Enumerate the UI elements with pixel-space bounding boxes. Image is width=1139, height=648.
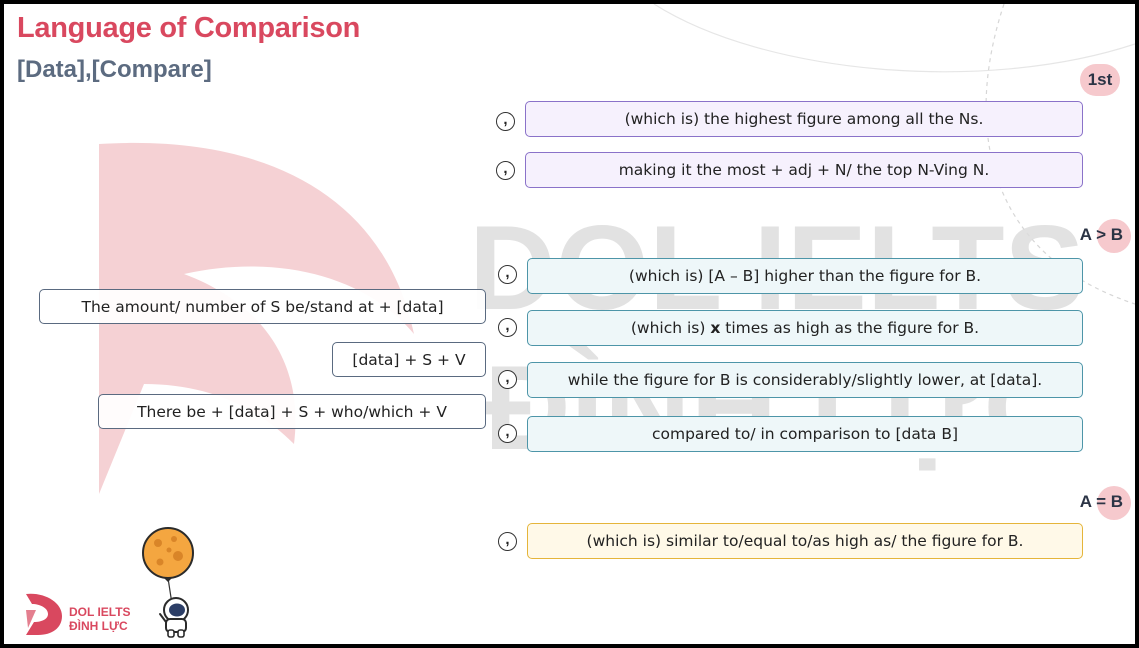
left-box-data-sv: [data] + S + V [332, 342, 486, 377]
logo-line2: ĐÌNH LỰC [69, 619, 128, 633]
phrase-times-after: times as high as the figure for B. [720, 319, 980, 337]
phrase-considerably-lower: while the figure for B is considerably/s… [527, 362, 1083, 398]
phrase-higher-than: (which is) [A – B] higher than the figur… [527, 258, 1083, 294]
dol-logo-icon [26, 593, 62, 635]
phrase-compared-to: compared to/ in comparison to [data B] [527, 416, 1083, 452]
badge-equal-wrap: A = B [1079, 486, 1131, 520]
left-box-amount: The amount/ number of S be/stand at + [d… [39, 289, 486, 324]
phrase-most-adj: making it the most + adj + N/ the top N-… [525, 152, 1083, 188]
badge-greater-wrap: A > B [1079, 219, 1131, 253]
phrase-times-before: (which is) [630, 319, 711, 337]
badge-greater: A > B [1079, 225, 1123, 244]
comma-icon: , [496, 161, 515, 180]
phrase-times-as-high: (which is) x times as high as the figure… [527, 310, 1083, 346]
comma-icon: , [498, 265, 517, 284]
badge-equal: A = B [1079, 492, 1123, 511]
slide: DOL IELTS ĐÌNH LỰC Language of Compariso… [4, 4, 1135, 644]
phrase-times-bold: x [710, 319, 721, 337]
logo-line1: DOL IELTS [69, 605, 131, 619]
badge-first: 1st [1080, 64, 1120, 96]
phrase-highest-figure: (which is) the highest figure among all … [525, 101, 1083, 137]
page-title: Language of Comparison [17, 12, 361, 44]
page-subtitle: [Data],[Compare] [17, 56, 212, 83]
astronaut-balloon-icon [142, 527, 194, 638]
left-box-there-be: There be + [data] + S + who/which + V [98, 394, 486, 429]
comma-icon: , [496, 112, 515, 131]
phrase-similar-to: (which is) similar to/equal to/as high a… [527, 523, 1083, 559]
comma-icon: , [498, 318, 517, 337]
logo-text: DOL IELTS ĐÌNH LỰC [69, 605, 131, 633]
comma-icon: , [498, 424, 517, 443]
comma-icon: , [498, 370, 517, 389]
comma-icon: , [498, 532, 517, 551]
